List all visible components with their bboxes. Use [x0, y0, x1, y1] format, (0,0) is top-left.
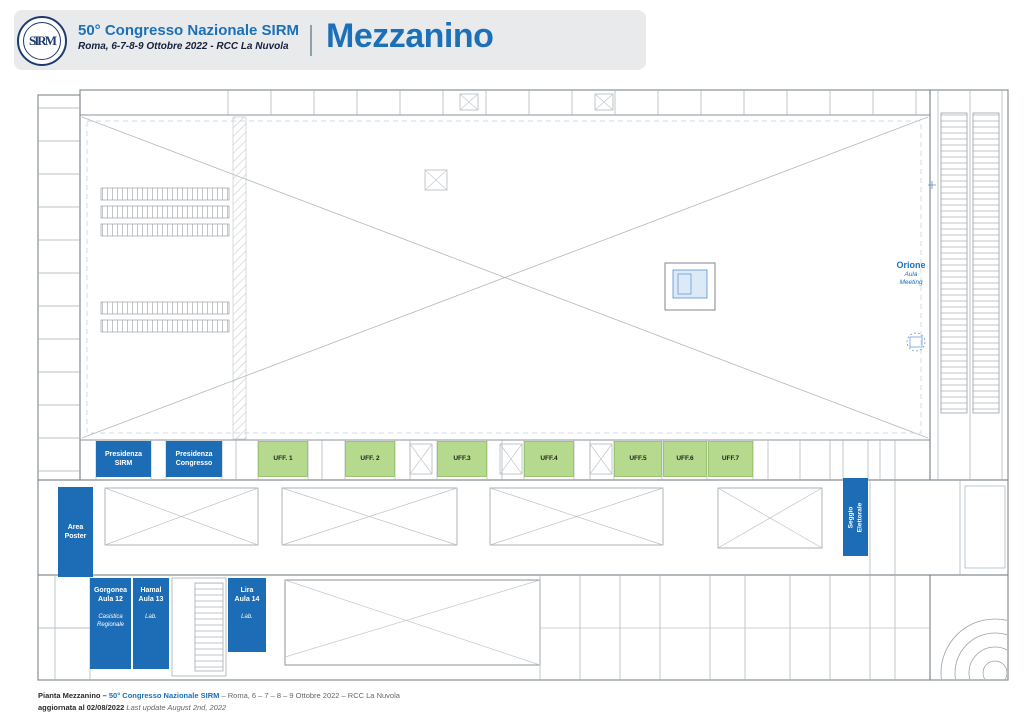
orione-subtitle: Aula Meeting: [899, 271, 923, 287]
escalators: [100, 187, 230, 333]
room-presidenza-congresso: Presidenza Congresso: [166, 441, 222, 477]
seggio-label: Seggio Elettorale: [847, 502, 863, 532]
right-stairs: [906, 90, 1003, 480]
page-title: Mezzanino: [326, 17, 494, 55]
aula-subtitle: Lab.: [241, 614, 253, 621]
room-uff-4: UFF.4: [524, 441, 574, 477]
bottom-rooms: [38, 575, 1007, 680]
congress-subtitle: Roma, 6-7-8-9 Ottobre 2022 - RCC La Nuvo…: [78, 41, 289, 52]
footer-line2: aggiornata al 02/08/2022 Last update Aug…: [38, 702, 400, 714]
footer-line1: Pianta Mezzanino – 50° Congresso Naziona…: [38, 690, 400, 702]
title-block: 50° Congresso Nazionale SIRM Roma, 6-7-8…: [78, 22, 299, 52]
aula-subtitle: Casistica Regionale: [96, 614, 125, 628]
aula-subtitle: Lab.: [145, 614, 157, 621]
aula-name: Lira Aula 14: [234, 587, 260, 604]
room-uff-2: UFF. 2: [345, 441, 395, 477]
header-divider: [310, 25, 312, 56]
elevator-core: [664, 262, 716, 311]
room-uff-5: UFF.5: [614, 441, 662, 477]
room-uff-1: UFF. 1: [258, 441, 308, 477]
floor-plan: Orione Aula Meeting Presidenza SIRM Pres…: [35, 88, 1012, 682]
ramp: [940, 618, 1007, 679]
room-area-poster: Area Poster: [58, 487, 93, 577]
room-presidenza-sirm: Presidenza SIRM: [96, 441, 151, 477]
orione-name: Orione: [896, 260, 926, 270]
building-outline: [37, 89, 1009, 681]
footer-congress-link[interactable]: 50° Congresso Nazionale SIRM: [108, 691, 220, 700]
room-hamal-aula-13: Hamal Aula 13 Lab.: [133, 578, 169, 669]
footer-update-date: aggiornata al 02/08/2022: [38, 702, 125, 712]
header-bar: SIRM 50° Congresso Nazionale SIRM Roma, …: [14, 10, 646, 70]
logo-ring: [23, 22, 61, 60]
main-hall: [80, 116, 930, 441]
corridor-tables: [104, 480, 1006, 575]
room-uff-6: UFF.6: [663, 441, 707, 477]
left-rooms: [38, 107, 80, 472]
aula-name: Gorgonea Aula 12: [93, 587, 128, 604]
footer: Pianta Mezzanino – 50° Congresso Naziona…: [38, 690, 400, 713]
room-orione: Orione Aula Meeting: [880, 260, 942, 287]
floor-plan-drawing: [37, 89, 1009, 681]
footer-line1-rest: – Roma, 6 – 7 – 8 – 9 Ottobre 2022 – RCC…: [219, 691, 400, 700]
sirm-logo: SIRM: [17, 16, 67, 66]
room-seggio-elettorale: Seggio Elettorale: [843, 478, 868, 556]
room-uff-7: UFF.7: [708, 441, 753, 477]
footer-plan-name: Pianta Mezzanino –: [38, 691, 109, 700]
congress-title: 50° Congresso Nazionale SIRM: [78, 22, 300, 39]
room-uff-3: UFF.3: [437, 441, 487, 477]
top-rooms: [80, 90, 930, 116]
aula-name: Hamal Aula 13: [138, 587, 164, 604]
room-gorgonea-aula-12: Gorgonea Aula 12 Casistica Regionale: [90, 578, 131, 669]
footer-update-note: Last update August 2nd, 2022: [124, 702, 227, 712]
room-lira-aula-14: Lira Aula 14 Lab.: [228, 578, 266, 652]
